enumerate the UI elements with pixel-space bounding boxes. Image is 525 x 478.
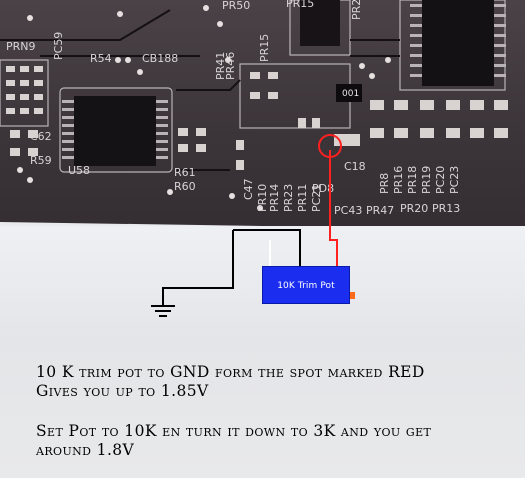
prn9-outline bbox=[0, 59, 49, 127]
label-pr46: PR46 bbox=[224, 52, 237, 80]
label-pr27: PR27 bbox=[350, 0, 363, 20]
big-ic-chip bbox=[422, 0, 494, 86]
label-pr10: PR10 bbox=[256, 184, 269, 212]
chip-legs bbox=[62, 4, 506, 159]
label-r54: R54 bbox=[90, 52, 112, 65]
note-line-2: Gives you up to 1.85V bbox=[36, 382, 209, 400]
label-pc43: PC43 bbox=[334, 204, 362, 217]
label-c47: C47 bbox=[242, 178, 255, 200]
label-pc59: PC59 bbox=[52, 32, 65, 60]
note-line-4: around 1.8V bbox=[36, 441, 135, 459]
black-wire-to-pot bbox=[233, 229, 301, 267]
trim-pot-wiper-tab bbox=[350, 292, 355, 299]
label-pc20: PC20 bbox=[434, 166, 447, 194]
note-line-1: 10 K trim pot to GND form the spot marke… bbox=[36, 363, 425, 381]
silkscreen-text: PR50 PR15 PR27 PR41 PR46 PR15 PC59 PRN9 … bbox=[6, 0, 461, 217]
label-c18: C18 bbox=[344, 160, 366, 173]
motherboard-photo: PR50 PR15 PR27 PR41 PR46 PR15 PC59 PRN9 … bbox=[0, 0, 525, 230]
label-pr23: PR23 bbox=[282, 184, 295, 212]
label-pr14: PR14 bbox=[268, 184, 281, 212]
label-r61: R61 bbox=[174, 166, 196, 179]
label-001: 001 bbox=[342, 89, 359, 99]
label-pr19: PR19 bbox=[420, 166, 433, 194]
label-pc21: PC21 bbox=[310, 184, 323, 212]
mosfet-outline bbox=[289, 0, 351, 56]
pcb-traces bbox=[0, 9, 400, 171]
u58-outline bbox=[59, 87, 173, 173]
solder-pads bbox=[6, 66, 508, 170]
label-pr20: PR20 bbox=[400, 202, 428, 215]
component-001 bbox=[336, 84, 362, 102]
label-pr13: PR13 bbox=[432, 202, 460, 215]
trim-pot-label: 10K Trim Pot bbox=[277, 281, 335, 291]
silkscreen-outlines bbox=[0, 0, 506, 173]
label-pr18: PR18 bbox=[406, 166, 419, 194]
label-prn9: PRN9 bbox=[6, 40, 36, 53]
ground-symbol-icon bbox=[151, 305, 175, 317]
red-wire bbox=[329, 150, 338, 267]
label-pr15b: PR15 bbox=[258, 34, 271, 62]
label-u58: U58 bbox=[68, 164, 90, 177]
label-r60: R60 bbox=[174, 180, 196, 193]
label-pr11: PR11 bbox=[296, 184, 309, 212]
label-pr15: PR15 bbox=[286, 0, 314, 10]
trim-pot: 10K Trim Pot bbox=[262, 266, 350, 304]
label-pr16: PR16 bbox=[392, 166, 405, 194]
black-wire-to-ground bbox=[162, 230, 234, 306]
label-c62: C62 bbox=[30, 130, 52, 143]
label-cb188: CB188 bbox=[142, 52, 178, 65]
label-pr8: PR8 bbox=[378, 173, 391, 194]
label-pr50: PR50 bbox=[222, 0, 250, 12]
vias bbox=[17, 5, 391, 211]
u58-chip bbox=[74, 96, 156, 166]
label-pd8: PD8 bbox=[312, 182, 334, 195]
note-line-3: Set Pot to 10K en turn it down to 3K and… bbox=[36, 422, 432, 440]
label-pr41: PR41 bbox=[214, 52, 227, 80]
mosfet-chip bbox=[300, 0, 340, 46]
label-r59: R59 bbox=[30, 154, 52, 167]
label-pr47: PR47 bbox=[366, 204, 394, 217]
label-pc23: PC23 bbox=[448, 166, 461, 194]
